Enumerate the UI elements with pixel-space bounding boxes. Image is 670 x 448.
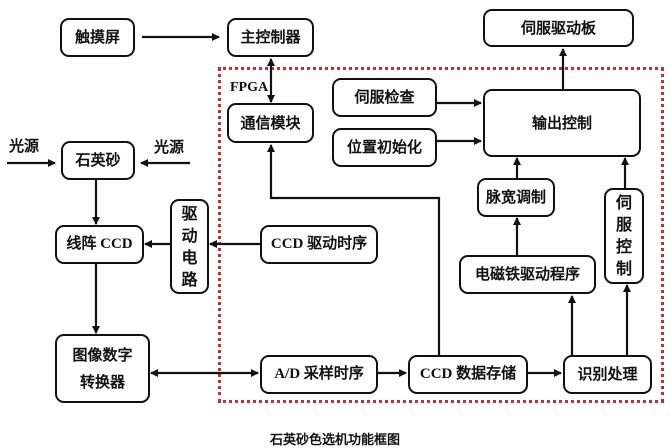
figure-caption: 石英砂色选机功能框图: [269, 433, 400, 448]
node-linear-ccd: 线阵 CCD: [55, 225, 144, 264]
drive-circuit-char: 电: [181, 247, 198, 267]
node-position-init: 位置初始化: [332, 128, 437, 167]
drive-circuit-char: 动: [181, 225, 198, 245]
node-ccd-drive-timing: CCD 驱动时序: [260, 225, 378, 264]
node-main-controller: 主控制器: [227, 18, 314, 57]
node-ccd-data-storage: CCD 数据存储: [408, 355, 528, 394]
converter-line-1: 图像数字: [72, 346, 133, 365]
node-pwm: 脉宽调制: [477, 178, 555, 217]
node-drive-circuit: 驱 动 电 路: [170, 199, 209, 294]
node-ad-sampling-timing: A/D 采样时序: [260, 355, 378, 394]
servo-control-char: 伺: [615, 193, 632, 212]
node-quartz-sand: 石英砂: [61, 141, 135, 180]
drive-circuit-char: 驱: [181, 203, 198, 223]
converter-line-2: 转换器: [79, 372, 125, 391]
node-touchscreen: 触摸屏: [60, 18, 135, 57]
node-electromagnet-driver: 电磁铁驱动程序: [459, 255, 596, 294]
label-light-source-right: 光源: [154, 138, 185, 156]
node-comm-module: 通信模块: [227, 103, 314, 143]
edge-storage-comm: [267, 144, 441, 355]
servo-control-char: 制: [615, 259, 632, 278]
fpga-label: FPGA: [230, 80, 269, 95]
servo-control-char: 服: [615, 215, 632, 234]
fpga-region: [218, 67, 664, 403]
label-light-source-left: 光源: [9, 137, 40, 155]
node-image-digital-converter: 图像数字 转换器: [55, 334, 150, 403]
node-recognition: 识别处理: [563, 355, 652, 394]
node-output-control: 输出控制: [483, 89, 641, 157]
node-servo-check: 伺服检查: [332, 78, 437, 117]
node-servo-control: 伺 服 控 制: [604, 188, 644, 284]
drive-circuit-char: 路: [181, 269, 198, 289]
node-servo-driver-board: 伺服驱动板: [483, 9, 634, 47]
servo-control-char: 控: [615, 237, 632, 256]
